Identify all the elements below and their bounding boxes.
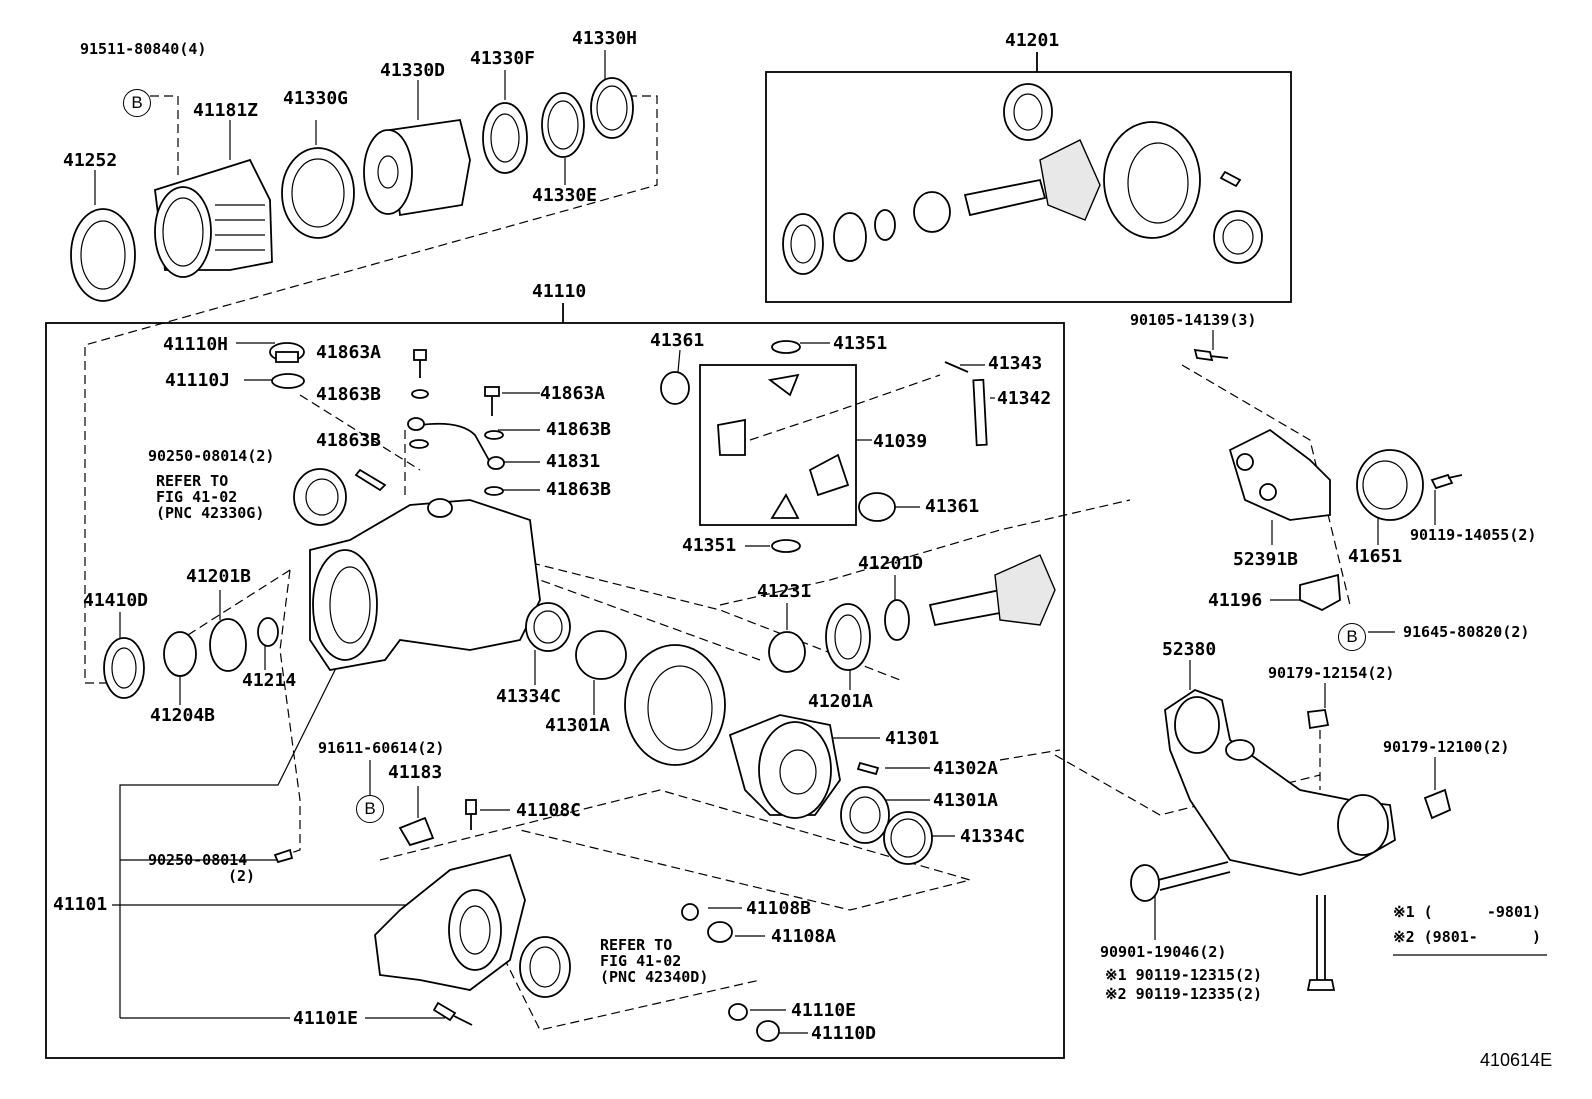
part-label: 41330F [470,48,536,69]
part-label: 41183 [388,762,443,783]
legend-line-1: ※1 ( -9801) [1393,903,1542,921]
part-label: 41330E [532,185,598,206]
part-label: 52391B [1233,549,1299,570]
part-label: 91611-60614(2) [318,739,445,757]
part-label: 90250-08014(2) [148,447,275,465]
part-label: 41351 [682,535,737,556]
part-label: 41361 [925,496,980,517]
part-label: 41863B [546,419,612,440]
part-label: 41863A [540,383,606,404]
part-label: 41831 [546,451,601,472]
part-label: 41410D [83,590,149,611]
reference-note: REFER TO FIG 41-02 (PNC 42340D) [600,936,709,986]
legend-line-2: ※2 (9801- ) [1393,928,1542,946]
part-label: 41302A [933,758,999,779]
part-label: 41231 [757,581,812,602]
part-label: 91511-80840(4) [80,40,207,58]
part-label: 90105-14139(3) [1130,311,1257,329]
part-label: 41101E [293,1008,359,1029]
part-label: 41196 [1208,590,1263,611]
part-label: 41108B [746,898,812,919]
part-label: 90179-12154(2) [1268,664,1395,682]
part-label: 41863B [546,479,612,500]
part-label: 41108A [771,926,837,947]
part-label: 52380 [1162,639,1217,660]
group-label-differential: 41039 [873,431,928,452]
part-label: 90119-14055(2) [1410,526,1537,544]
gear-kit-box [765,71,1292,303]
part-label: ※1 90119-12315(2) [1105,966,1263,984]
part-label: 41361 [650,330,705,351]
part-label: 41342 [997,388,1052,409]
part-label: 41330G [283,88,349,109]
part-label: ※2 90119-12335(2) [1105,985,1263,1003]
part-label: 41863B [316,430,382,451]
part-label: 41201A [808,691,874,712]
part-label: 41110J [165,370,231,391]
callout-b-mid: B [356,795,384,823]
part-label: 41110D [811,1023,877,1044]
part-label: 41301A [545,715,611,736]
callout-b-top: B [123,89,151,117]
part-label: 41330D [380,60,446,81]
part-label: 41252 [63,150,118,171]
part-label: 41110E [791,1000,857,1021]
part-label: 41108C [516,800,582,821]
part-label: 41181Z [193,100,259,121]
part-label: 90901-19046(2) [1100,943,1227,961]
part-label: 90179-12100(2) [1383,738,1510,756]
part-label: 41204B [150,705,216,726]
figure-code: 410614E [1480,1050,1553,1070]
case-assembly-box [45,322,1065,1059]
group-label-case-assembly: 41110 [532,281,587,302]
callout-b-right: B [1338,623,1366,651]
part-label: 41334C [960,826,1026,847]
part-label: 41863B [316,384,382,405]
part-label: 41201B [186,566,252,587]
part-label: 41334C [496,686,562,707]
part-label: 41101 [53,894,108,915]
part-label: 41301 [885,728,940,749]
part-label: 41110H [163,334,229,355]
part-label: 41343 [988,353,1043,374]
part-label: 41330H [572,28,638,49]
part-label: 41214 [242,670,297,691]
part-label: 41201D [858,553,924,574]
group-label-gear-kit: 41201 [1005,30,1060,51]
part-label: 41351 [833,333,888,354]
part-label: 41863A [316,342,382,363]
part-label: 91645-80820(2) [1403,623,1530,641]
part-label: 41301A [933,790,999,811]
differential-box [699,364,857,526]
part-label: (2) [228,867,256,885]
part-label: 90250-08014 [148,851,248,869]
part-label: 41651 [1348,546,1403,567]
reference-note: REFER TO FIG 41-02 (PNC 42330G) [156,472,265,522]
